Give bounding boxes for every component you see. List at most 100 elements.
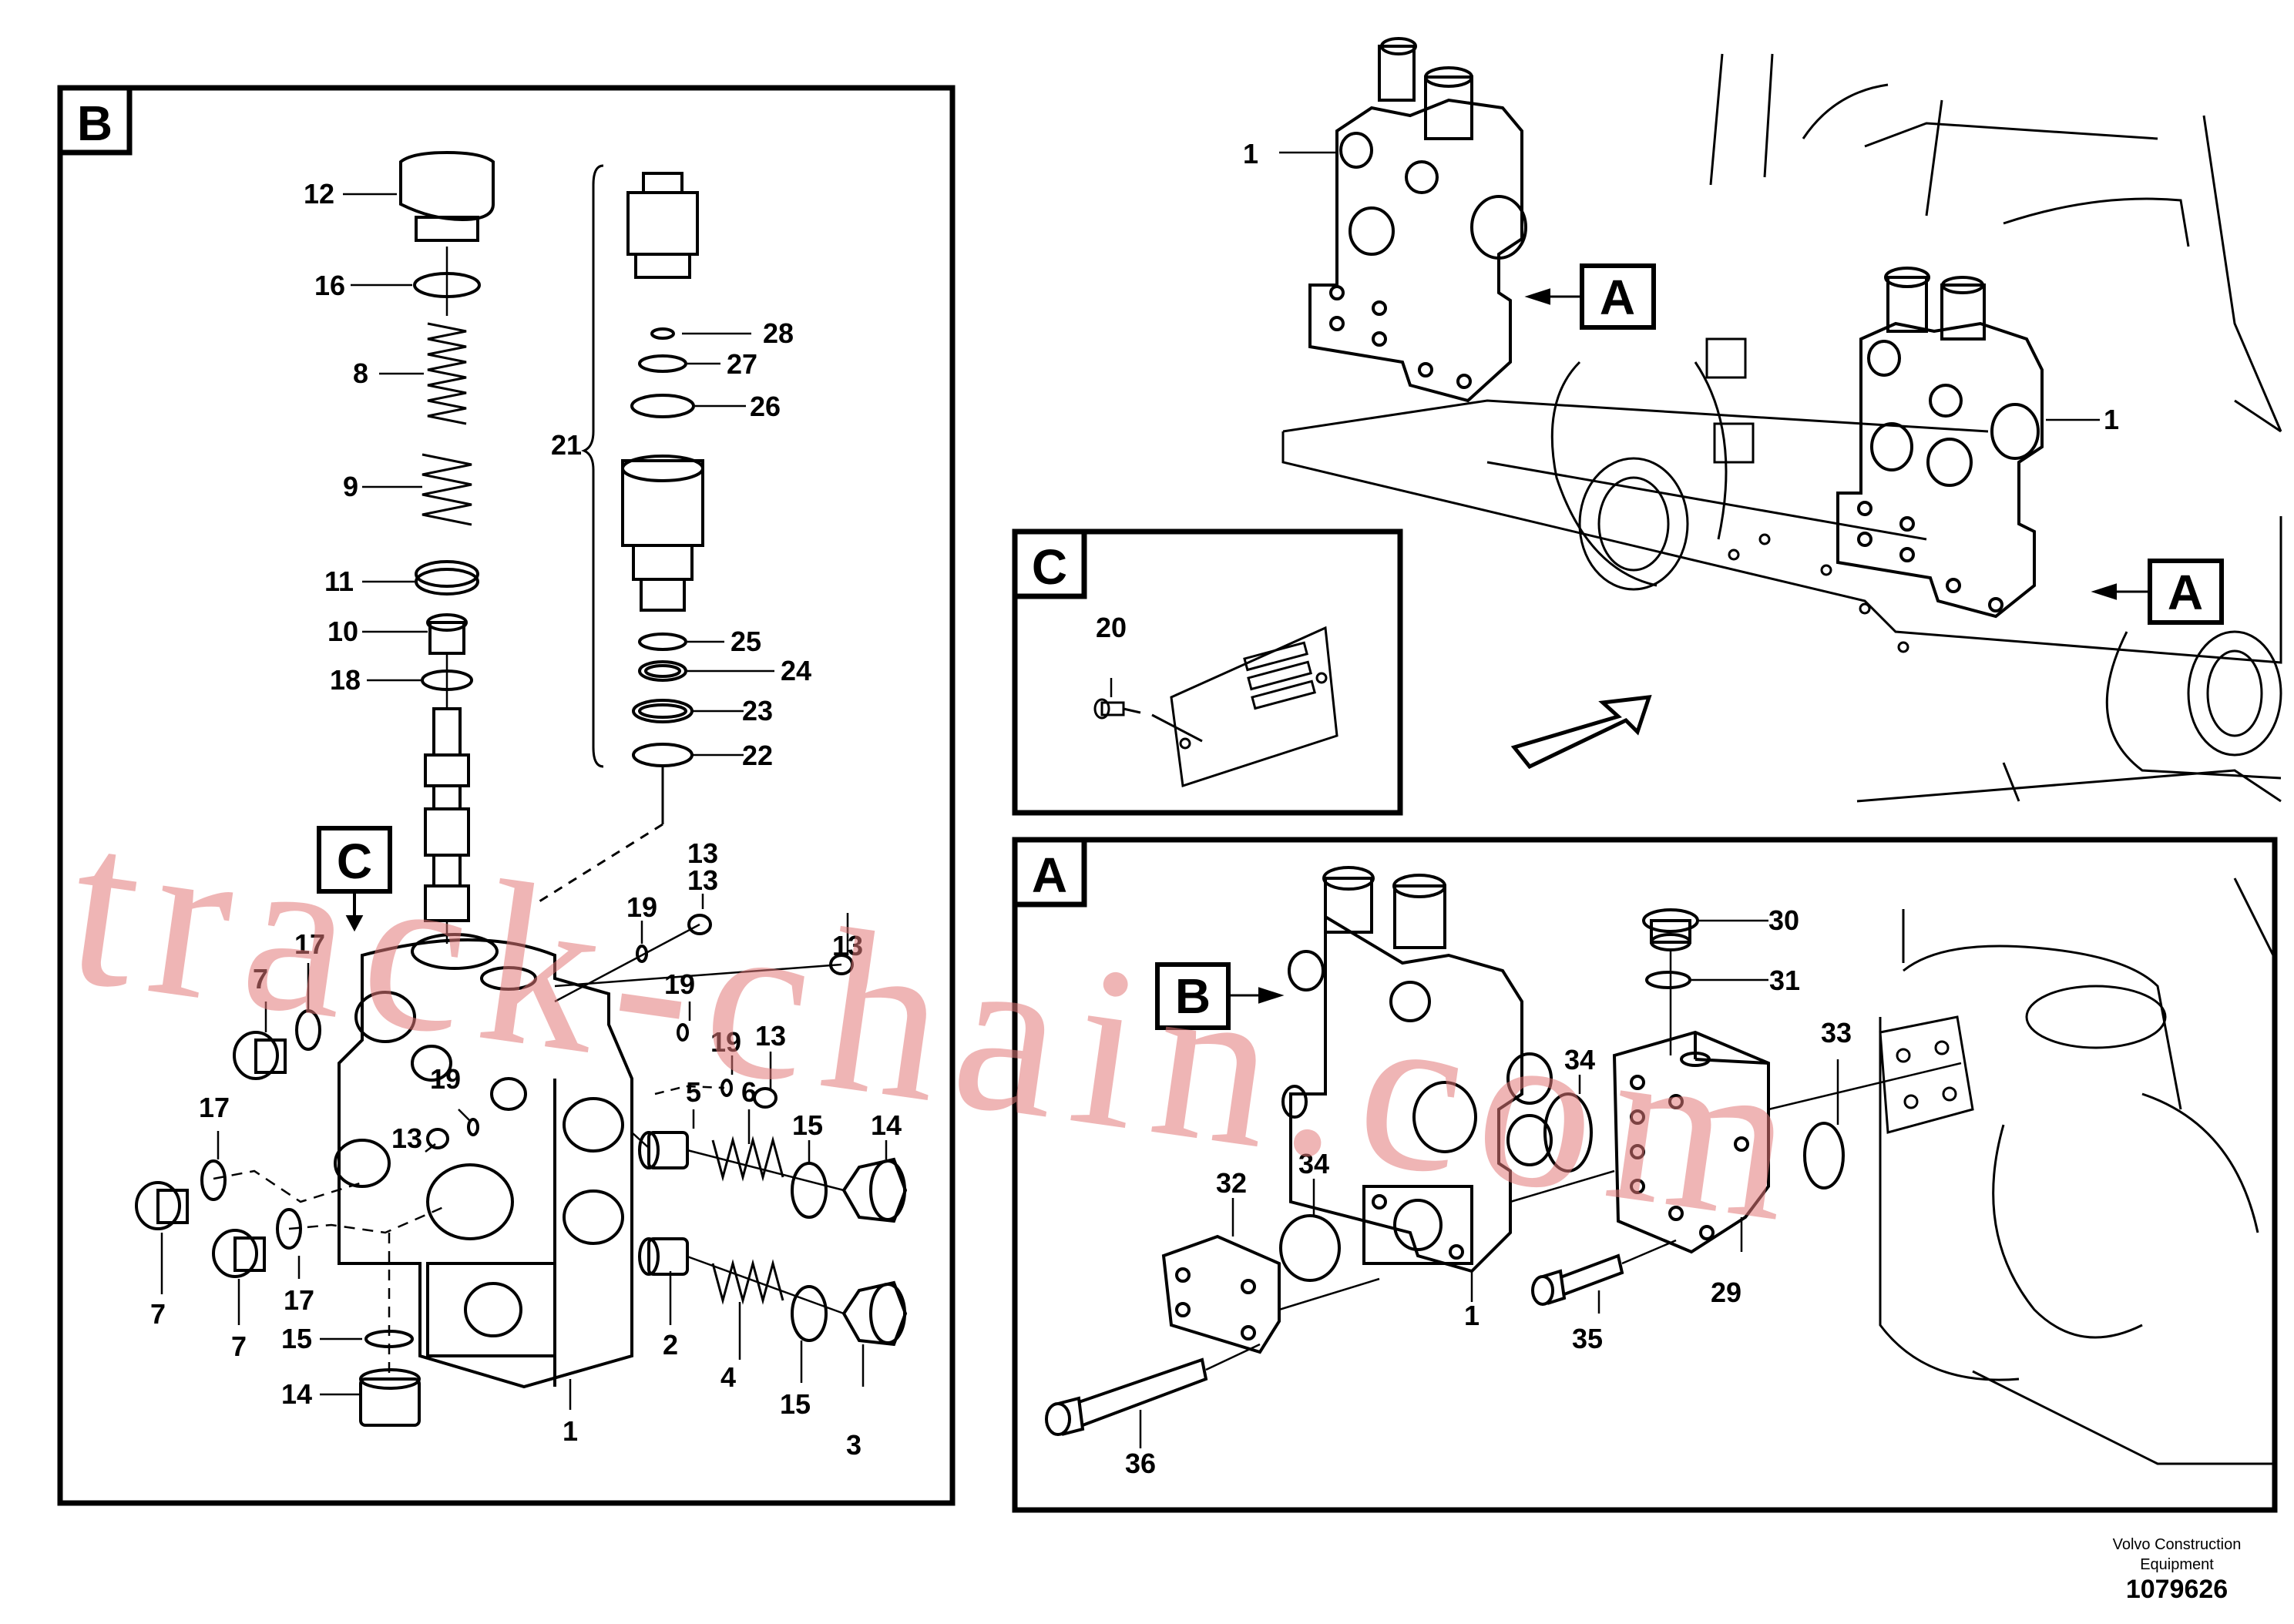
callout-b-7: 7 — [253, 963, 268, 995]
callout-b-13: 13 — [832, 930, 863, 961]
callout-b-23: 23 — [742, 695, 773, 726]
overview-valve-1-right — [1836, 267, 2044, 619]
part-13-plug-d — [426, 1128, 449, 1149]
part-20-rivet — [1093, 698, 1203, 743]
callout-b-28: 28 — [763, 317, 794, 349]
assembly-lines-a — [1205, 951, 1962, 1371]
part-3-plug — [841, 1280, 908, 1347]
part-1-valve-body — [334, 933, 633, 1389]
callout-b-26: 26 — [750, 391, 781, 422]
part-9-spring — [422, 453, 472, 526]
view-c-tag — [1012, 528, 1087, 599]
callout-b-12: 12 — [304, 178, 334, 210]
overview-a-marker-top-label: A — [1600, 270, 1635, 325]
view-b-tag — [57, 85, 133, 156]
callout-b-13: 13 — [391, 1122, 422, 1154]
part-7-plug-mid — [135, 1181, 189, 1230]
part-34-seal-left — [1279, 1214, 1341, 1282]
view-a-tag — [1012, 837, 1087, 908]
callout-b-19: 19 — [626, 891, 657, 923]
callout-b-17: 17 — [199, 1092, 230, 1123]
part-35-bolt — [1531, 1253, 1624, 1306]
part-28-ring — [650, 327, 675, 340]
leader-lines-a — [1139, 919, 1839, 1448]
part-7-plug-low — [212, 1229, 266, 1278]
view-a-background-frame — [1879, 877, 2275, 1465]
part-15-ring — [791, 1162, 828, 1219]
footer-drawing-number: 1079626 — [2125, 1575, 2229, 1604]
part-2-piston — [638, 1237, 689, 1276]
callout-b-13: 13 — [687, 864, 718, 896]
view-a-panel — [1012, 837, 2278, 1513]
callout-a-32: 32 — [1216, 1167, 1247, 1199]
part-7-plug-top — [233, 1031, 287, 1080]
callout-b-2: 2 — [663, 1329, 678, 1361]
callout-a-34: 34 — [1298, 1148, 1329, 1179]
part-32-plate — [1161, 1234, 1281, 1354]
callout-b-14: 14 — [871, 1109, 902, 1141]
part-21-cartridge — [626, 172, 699, 279]
a-panel-b-marker-label: B — [1175, 968, 1211, 1024]
callout-b-9: 9 — [343, 471, 358, 502]
overview-valve-1-left — [1308, 37, 1527, 403]
callout-b-25: 25 — [731, 626, 761, 657]
view-a-label: A — [1032, 847, 1067, 903]
part-10-piston — [428, 621, 465, 655]
part-20-plate — [1170, 626, 1338, 787]
callout-a-1: 1 — [1464, 1300, 1480, 1331]
view-b-label: B — [77, 96, 113, 151]
callout-b-21: 21 — [551, 429, 582, 461]
callout-b-19: 19 — [710, 1026, 741, 1058]
callout-b-19: 19 — [430, 1063, 461, 1095]
callout-overview-1: 1 — [2104, 404, 2119, 435]
part-36-bolt — [1045, 1357, 1208, 1436]
part-33-seal — [1803, 1122, 1845, 1189]
part-30-plug — [1642, 908, 1699, 951]
callout-b-4: 4 — [720, 1361, 736, 1393]
direction-arrow — [1510, 695, 1652, 770]
part-4-spring — [711, 1259, 784, 1305]
part-13-plug-c — [753, 1087, 778, 1109]
callout-b-16: 16 — [314, 270, 345, 301]
callout-b-3: 3 — [846, 1429, 862, 1461]
callout-b-22: 22 — [742, 740, 773, 771]
part-15-ring-b — [791, 1285, 828, 1342]
view-b-panel — [57, 85, 956, 1506]
callout-a-34: 34 — [1564, 1044, 1595, 1075]
callout-b-17: 17 — [294, 928, 325, 960]
footer-company: Volvo Construction Equipment — [2112, 1536, 2242, 1573]
callout-b-11: 11 — [324, 565, 354, 597]
overview-a-marker-right-label: A — [2168, 565, 2203, 620]
part-22-ring — [632, 743, 694, 767]
callout-a-33: 33 — [1821, 1017, 1852, 1049]
callout-a-30: 30 — [1768, 904, 1799, 936]
callout-b-15: 15 — [792, 1109, 823, 1141]
callout-b-15: 15 — [780, 1388, 811, 1420]
view-a-valve-1 — [1281, 866, 1553, 1273]
callout-b-15: 15 — [281, 1323, 312, 1354]
part-31-ring — [1645, 971, 1691, 989]
callout-b-7: 7 — [231, 1330, 247, 1362]
callout-b-24: 24 — [781, 655, 811, 686]
b-panel-c-marker-label: C — [337, 834, 372, 889]
assembly-lines-b — [213, 247, 845, 1379]
callout-b-5: 5 — [686, 1076, 701, 1108]
relief-valve-body — [621, 455, 704, 612]
callout-c-20: 20 — [1096, 612, 1127, 643]
callout-b-6: 6 — [741, 1076, 757, 1108]
callout-b-10: 10 — [327, 616, 358, 647]
callout-b-19: 19 — [664, 968, 695, 1000]
part-27-ring — [638, 354, 687, 373]
part-19-ring-d — [467, 1118, 479, 1136]
part-13-plug-a — [687, 914, 712, 935]
part-5-piston — [638, 1131, 689, 1169]
callout-b-17: 17 — [284, 1284, 314, 1316]
callout-b-8: 8 — [353, 357, 368, 389]
part-14-plug-bottom — [359, 1368, 421, 1427]
view-c-panel — [1012, 528, 1403, 816]
part-14-plug — [841, 1157, 908, 1223]
part-34-seal-right — [1543, 1092, 1593, 1173]
part-26-ring — [630, 394, 695, 418]
